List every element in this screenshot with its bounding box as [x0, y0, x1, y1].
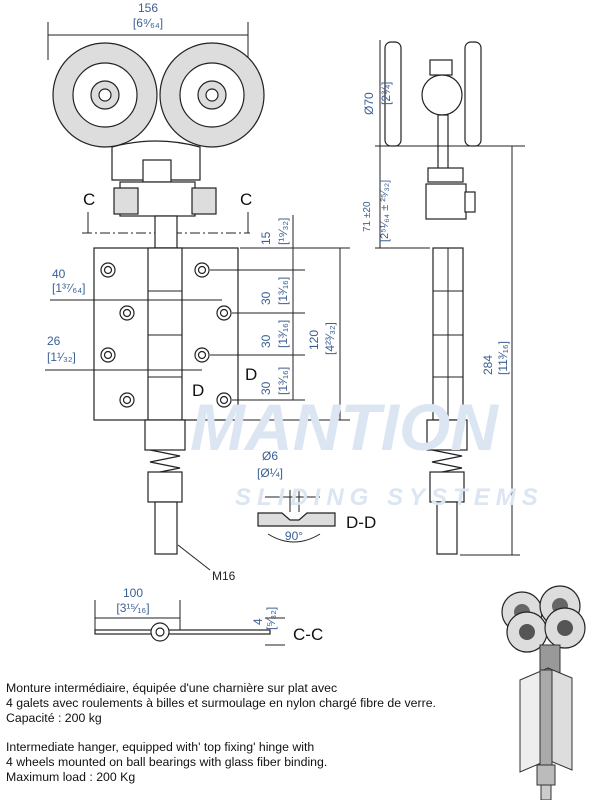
thread-label: M16 — [212, 569, 236, 583]
wheel-right — [159, 42, 265, 148]
plate-thickness-in: [⁵⁄₃₂] — [264, 607, 278, 630]
hole-x1-mm: 40 — [52, 267, 66, 281]
section-d-d: Ø6 [Ø¼] 90° D-D — [257, 449, 376, 543]
plate-len-mm: 100 — [123, 586, 143, 600]
pitch2-mm: 30 — [259, 334, 273, 348]
section-dd-label: D-D — [346, 513, 376, 532]
product-3d-render — [501, 585, 586, 800]
description-fr: Monture intermédiaire, équipée d'une cha… — [6, 681, 436, 726]
pitch3-mm: 30 — [259, 381, 273, 395]
spring — [149, 449, 181, 475]
bolt-left — [113, 187, 139, 215]
side-bracket — [425, 183, 467, 220]
plate-holes — [100, 262, 232, 408]
description-line: Maximum load : 200 Kg — [6, 770, 136, 784]
section-c-c: 100 [3¹⁵⁄₁₆] 4 [⁵⁄₃₂] C-C — [94, 586, 323, 646]
countersunk-plate-section — [257, 512, 336, 527]
plate-height-mm: 120 — [307, 330, 321, 350]
side-view: Ø70 [2¾] 71 ±20 [2⁵¹⁄₆₄ ± ²⁵⁄₃₂] 284 [11… — [362, 40, 525, 556]
hole-dia-in: [Ø¼] — [257, 466, 283, 480]
watermark-brand: MANTION — [190, 390, 499, 464]
description-en: Intermediate hanger, equipped with' top … — [6, 740, 327, 785]
pitch3-in: [1³⁄₁₆] — [276, 367, 290, 395]
total-height-in: [11³⁄₁₆] — [496, 341, 510, 375]
section-c-left: C — [83, 190, 95, 209]
width-in: [6⁹⁄₆₄] — [133, 16, 163, 30]
hole-dia-mm: Ø6 — [262, 449, 278, 463]
flat-plate-section — [94, 629, 271, 635]
wheel-dia-in: [2¾] — [379, 82, 393, 105]
offset-in: [2⁵¹⁄₆₄ ± ²⁵⁄₃₂] — [379, 180, 391, 242]
side-hub — [421, 74, 463, 116]
plate-height-in: [4²³⁄₃₂] — [323, 322, 337, 355]
side-wheel-right — [464, 41, 482, 147]
top-gap-mm: 15 — [259, 231, 273, 245]
threaded-rod — [154, 501, 178, 555]
hole-x2-mm: 26 — [47, 334, 61, 348]
hinge-barrel — [147, 247, 183, 421]
pitch1-in: [1³⁄₁₆] — [276, 277, 290, 305]
top-gap-in: [¹⁹⁄₃₂] — [276, 218, 290, 245]
description-line: Capacité : 200 kg — [6, 711, 102, 725]
wheel-dia-mm: Ø70 — [362, 92, 376, 115]
watermark-logo: MANTION SLIDING SYSTEMS — [190, 390, 544, 511]
pitch1-mm: 30 — [259, 291, 273, 305]
description-line: Intermediate hanger, equipped with' top … — [6, 740, 315, 754]
bolt-right — [191, 187, 217, 215]
description-line: 4 galets avec roulements à billes et sur… — [6, 696, 436, 710]
hole-x2-in: [1¹⁄₃₂] — [47, 350, 76, 364]
plate-len-in: [3¹⁵⁄₁₆] — [116, 601, 149, 615]
section-d-left: D — [192, 381, 204, 400]
section-c-right: C — [240, 190, 252, 209]
hole-x1-in: [1³⁷⁄₆₄] — [52, 281, 85, 295]
nut — [147, 471, 183, 503]
description-line: Monture intermédiaire, équipée d'une cha… — [6, 681, 338, 695]
wheel-left — [52, 42, 158, 148]
section-d-right: D — [245, 365, 257, 384]
description-line: 4 wheels mounted on ball bearings with g… — [6, 755, 328, 769]
pivot-block — [142, 159, 172, 183]
watermark-tagline: SLIDING SYSTEMS — [235, 484, 544, 511]
pitch2-in: [1³⁄₁₆] — [276, 320, 290, 348]
offset-mm: 71 ±20 — [362, 201, 373, 232]
width-mm: 156 — [138, 1, 158, 15]
countersink-angle: 90° — [285, 529, 303, 543]
front-view: 156 [6⁹⁄₆₄] C C — [45, 1, 350, 583]
total-height-mm: 284 — [481, 355, 495, 375]
plate-thickness-mm: 4 — [251, 618, 265, 625]
section-cc-label: C-C — [293, 625, 323, 644]
collar — [144, 419, 186, 451]
